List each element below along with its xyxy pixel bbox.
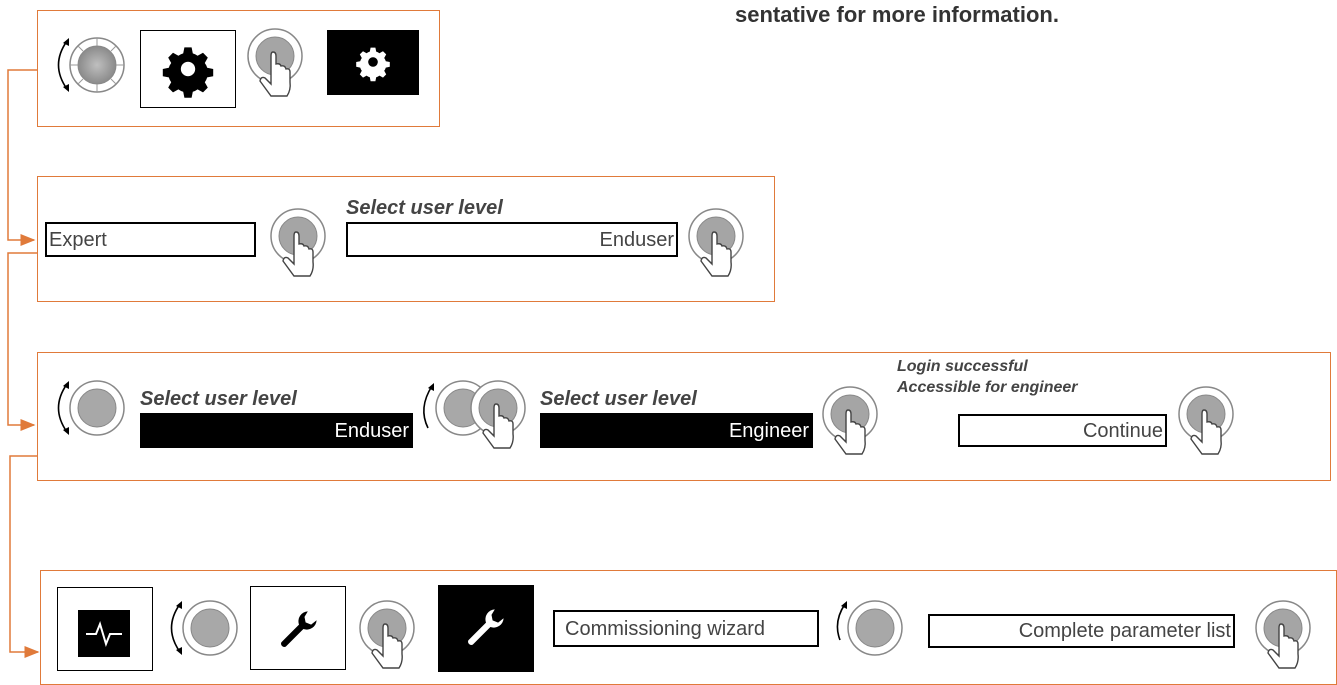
field-engineer-selected[interactable]: Engineer: [540, 413, 813, 448]
diagnostics-tile[interactable]: [57, 587, 153, 671]
knob-press-icon: [1178, 386, 1234, 455]
header-note: sentative for more information.: [735, 2, 1059, 27]
field-enduser[interactable]: Enduser: [346, 222, 678, 257]
status-login-successful: Login successful: [897, 358, 1028, 375]
service-tile[interactable]: [250, 586, 346, 670]
field-expert[interactable]: Expert: [45, 222, 256, 257]
settings-tile[interactable]: [140, 30, 236, 108]
diagnostics-tile-inner: [78, 610, 130, 657]
service-tile-selected[interactable]: [438, 585, 534, 672]
step1-panel: [37, 10, 440, 127]
knob-press-icon: [270, 208, 326, 277]
knob-press-icon: [688, 208, 744, 277]
pulse-icon: [86, 620, 122, 648]
gear-icon: [356, 47, 390, 82]
step2-panel: [37, 176, 775, 302]
caption-select-user-level: Select user level: [140, 388, 297, 410]
gear-icon: [162, 47, 214, 98]
knob-press-icon: [247, 28, 303, 97]
step3-panel: [37, 352, 1331, 481]
menu-complete-parameter-list[interactable]: Complete parameter list: [928, 614, 1235, 648]
caption-select-user-level: Select user level: [346, 197, 503, 219]
menu-commissioning-wizard[interactable]: Commissioning wizard: [553, 610, 819, 647]
wrench-icon: [281, 611, 317, 647]
knob-press-icon: [1255, 600, 1311, 669]
caption-select-user-level: Select user level: [540, 388, 697, 410]
wrench-icon: [468, 609, 504, 645]
knob-rotate-icon: [836, 600, 903, 656]
field-enduser-selected[interactable]: Enduser: [140, 413, 413, 448]
knob-press-icon: [359, 600, 415, 669]
continue-button[interactable]: Continue: [958, 414, 1167, 447]
status-accessible-engineer: Accessible for engineer: [897, 379, 1078, 396]
knob-rotate-icon: [57, 380, 125, 436]
knob-rotate-icon: [170, 600, 238, 656]
knob-press-icon: [822, 386, 878, 455]
knob-rotate-icon: [57, 37, 125, 93]
settings-tile-selected[interactable]: [327, 30, 419, 95]
knob-rotate-press-icon: [423, 380, 526, 449]
